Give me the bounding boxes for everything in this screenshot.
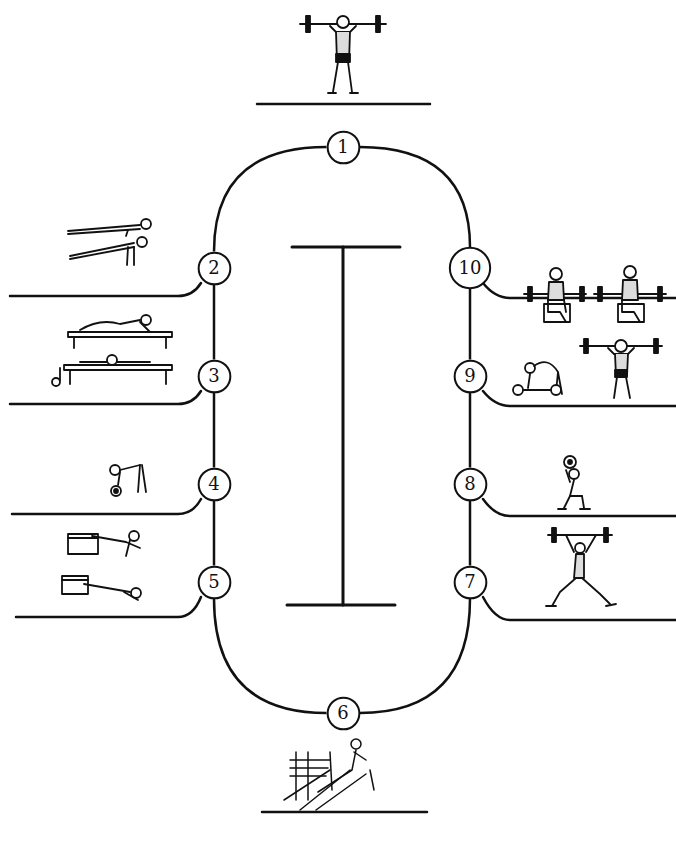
figure-4 xyxy=(110,465,146,496)
track-segment xyxy=(214,599,327,714)
track-segment xyxy=(214,147,327,252)
station-number: 8 xyxy=(463,475,476,493)
figure-3 xyxy=(52,315,172,386)
station-number: 5 xyxy=(207,573,220,591)
figure-1 xyxy=(300,16,386,93)
station-circle: 3 xyxy=(198,360,231,393)
station-number: 2 xyxy=(207,259,220,277)
station-circle: 2 xyxy=(198,252,231,285)
station-circle: 6 xyxy=(327,697,360,730)
station-number: 7 xyxy=(463,573,476,591)
track-segment xyxy=(214,393,215,468)
station-number: 1 xyxy=(336,138,349,156)
station-circle: 1 xyxy=(327,131,360,164)
track-segment xyxy=(360,147,471,247)
track-segment xyxy=(470,289,471,360)
figure-5 xyxy=(62,531,141,600)
station-number: 10 xyxy=(458,259,483,277)
figure-7 xyxy=(546,528,616,606)
station-number: 4 xyxy=(207,475,220,493)
figure-6 xyxy=(284,739,374,810)
station-circle: 10 xyxy=(449,247,491,289)
station-circle: 8 xyxy=(454,468,487,501)
figure-2 xyxy=(68,219,151,265)
station-number: 6 xyxy=(336,704,349,722)
track-segment xyxy=(470,393,471,468)
track-segment xyxy=(214,501,215,566)
track-segment xyxy=(470,501,471,566)
center-symbol xyxy=(287,247,400,605)
station-number: 3 xyxy=(207,367,220,385)
track-segment xyxy=(360,599,471,714)
figure-9 xyxy=(513,339,662,398)
station-circle: 4 xyxy=(198,468,231,501)
figure-8 xyxy=(558,456,590,509)
leader-lines xyxy=(10,104,676,812)
station-number: 9 xyxy=(463,367,476,385)
station-circle: 5 xyxy=(198,566,231,599)
station-circle: 9 xyxy=(454,360,487,393)
track-segment xyxy=(214,285,215,360)
station-circle: 7 xyxy=(454,566,487,599)
figure-10 xyxy=(524,266,666,322)
